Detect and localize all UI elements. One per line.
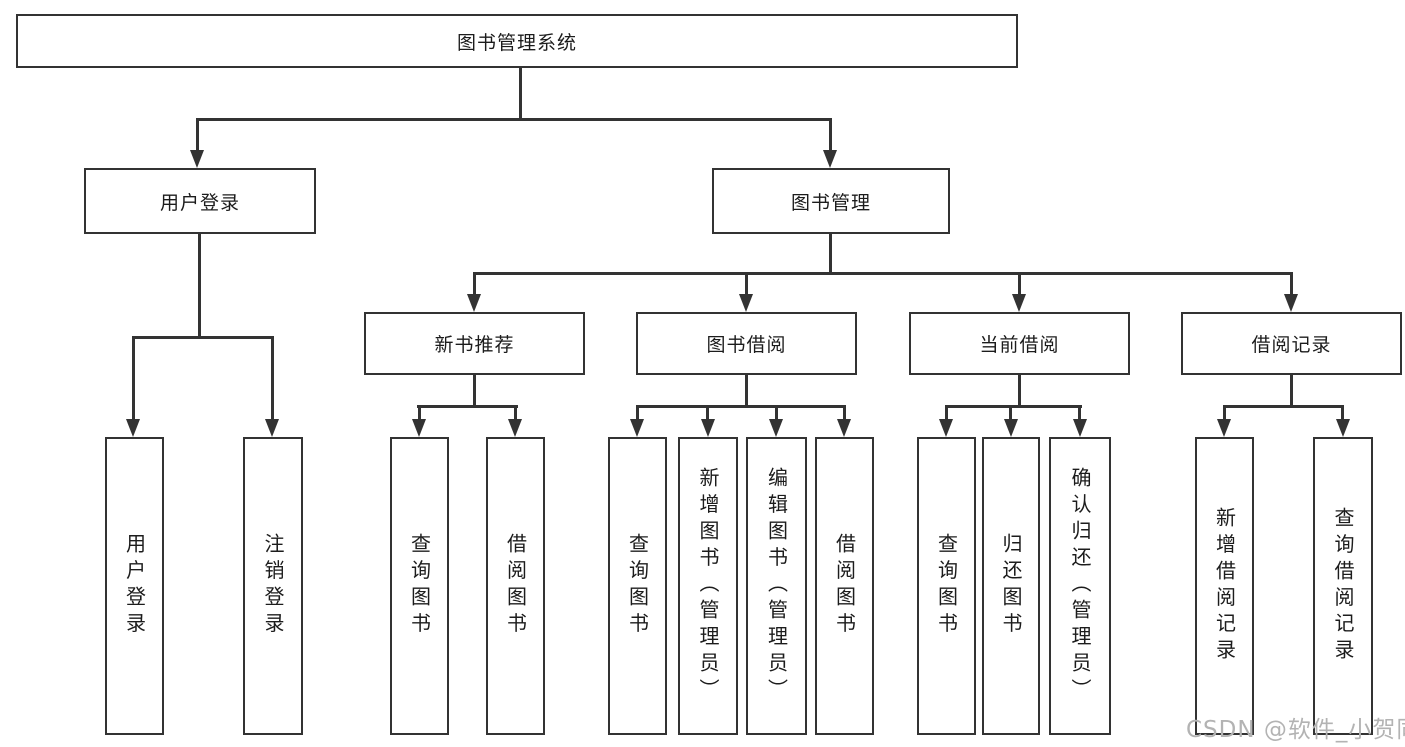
leaf-borrow-query-book: 查询图书 — [608, 437, 667, 735]
arrowhead-icon — [467, 294, 481, 312]
connector-vline — [945, 405, 948, 421]
node-library-system: 图书管理系统 — [16, 14, 1018, 68]
connector-vline — [745, 272, 748, 296]
leaf-add-borrow-record: 新增借阅记录 — [1195, 437, 1254, 735]
connector-vline — [1078, 405, 1081, 421]
node-current-borrow: 当前借阅 — [909, 312, 1130, 375]
connector-vline — [514, 405, 517, 421]
connector-vline — [418, 405, 421, 421]
connector-vline — [1290, 272, 1293, 296]
leaf-confirm-return-admin: 确认归还（管理员） — [1049, 437, 1111, 735]
arrowhead-icon — [701, 419, 715, 437]
node-book-management: 图书管理 — [712, 168, 950, 234]
connector-vline — [829, 118, 832, 152]
arrowhead-icon — [412, 419, 426, 437]
connector-hline — [417, 405, 518, 408]
arrowhead-icon — [190, 150, 204, 168]
arrowhead-icon — [630, 419, 644, 437]
connector-vline — [519, 68, 522, 118]
arrowhead-icon — [939, 419, 953, 437]
node-user-login: 用户登录 — [84, 168, 316, 234]
connector-vline — [1009, 405, 1012, 421]
connector-vline — [745, 375, 748, 405]
connector-vline — [132, 336, 135, 421]
leaf-current-query-book: 查询图书 — [917, 437, 976, 735]
arrowhead-icon — [265, 419, 279, 437]
connector-vline — [636, 405, 639, 421]
connector-hline — [196, 118, 832, 121]
connector-vline — [196, 118, 199, 152]
node-borrow-record: 借阅记录 — [1181, 312, 1402, 375]
node-new-book-recommend: 新书推荐 — [364, 312, 585, 375]
connector-vline — [198, 234, 201, 336]
connector-hline — [636, 405, 846, 408]
arrowhead-icon — [837, 419, 851, 437]
leaf-borrow-book: 借阅图书 — [815, 437, 874, 735]
leaf-logout: 注销登录 — [243, 437, 303, 735]
connector-hline — [132, 336, 274, 339]
arrowhead-icon — [769, 419, 783, 437]
leaf-recommend-borrow-book: 借阅图书 — [486, 437, 545, 735]
connector-hline — [945, 405, 1082, 408]
arrowhead-icon — [1336, 419, 1350, 437]
arrowhead-icon — [126, 419, 140, 437]
connector-vline — [473, 375, 476, 405]
watermark: CSDN @软件_小贺同学 — [1186, 717, 1405, 743]
connector-vline — [473, 272, 476, 296]
leaf-user-login: 用户登录 — [105, 437, 164, 735]
leaf-add-book-admin: 新增图书（管理员） — [678, 437, 738, 735]
arrowhead-icon — [1004, 419, 1018, 437]
leaf-edit-book-admin: 编辑图书（管理员） — [746, 437, 807, 735]
connector-hline — [473, 272, 1293, 275]
connector-vline — [775, 405, 778, 421]
connector-vline — [271, 336, 274, 421]
connector-hline — [1223, 405, 1344, 408]
arrowhead-icon — [823, 150, 837, 168]
arrowhead-icon — [739, 294, 753, 312]
leaf-return-book: 归还图书 — [982, 437, 1040, 735]
connector-vline — [1341, 405, 1344, 421]
arrowhead-icon — [1073, 419, 1087, 437]
arrowhead-icon — [1217, 419, 1231, 437]
arrowhead-icon — [1284, 294, 1298, 312]
leaf-recommend-query-book: 查询图书 — [390, 437, 449, 735]
leaf-query-borrow-record: 查询借阅记录 — [1313, 437, 1373, 735]
arrowhead-icon — [508, 419, 522, 437]
connector-vline — [1018, 272, 1021, 296]
connector-vline — [829, 234, 832, 272]
connector-vline — [706, 405, 709, 421]
connector-vline — [1223, 405, 1226, 421]
connector-vline — [843, 405, 846, 421]
connector-vline — [1018, 375, 1021, 405]
node-book-borrow: 图书借阅 — [636, 312, 857, 375]
connector-vline — [1290, 375, 1293, 405]
arrowhead-icon — [1012, 294, 1026, 312]
